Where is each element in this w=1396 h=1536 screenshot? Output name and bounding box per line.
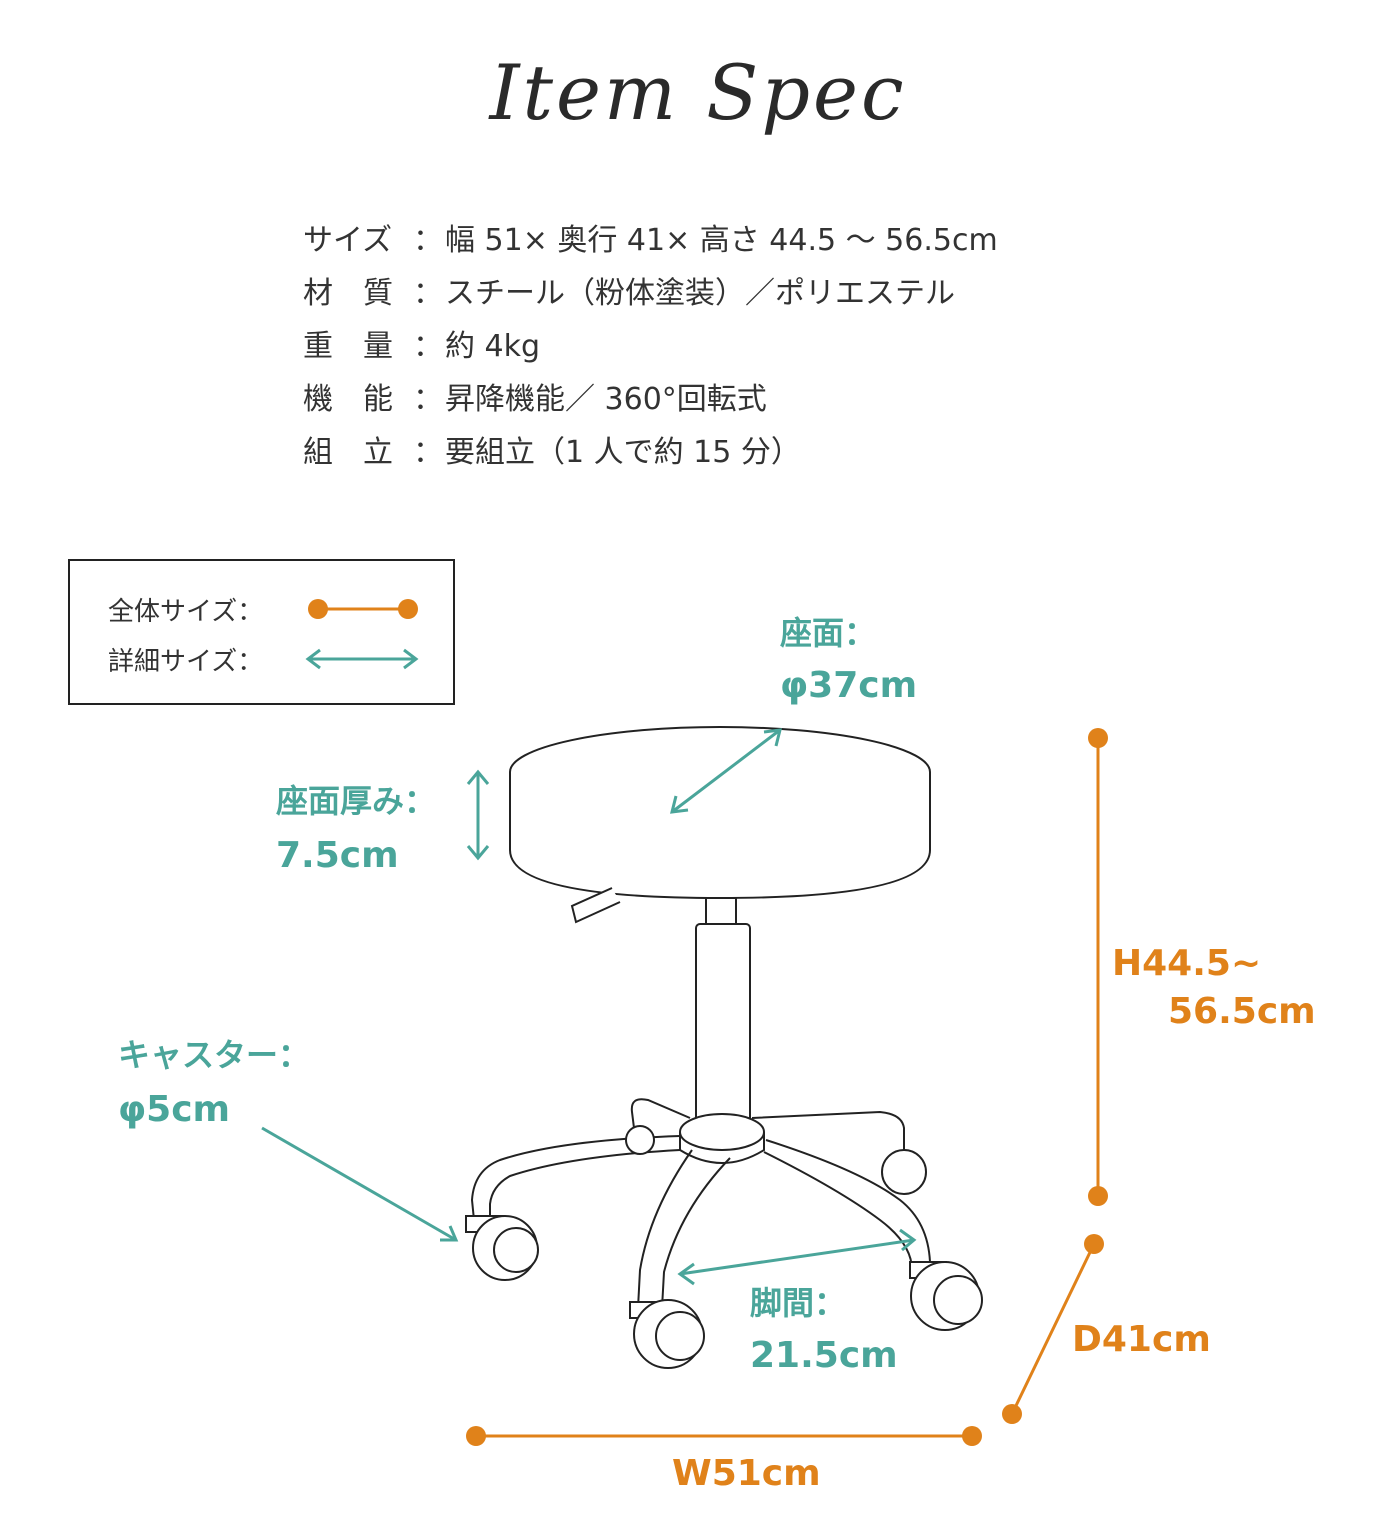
spec-label: 材 質: [303, 276, 393, 311]
spec-separator: ：: [413, 276, 443, 311]
spec-row-size: サイズ ：幅 51× 奥行 41× 高さ 44.5 〜 56.5cm: [303, 214, 998, 267]
spec-separator: ：: [413, 329, 443, 364]
height-value-line2: 56.5cm: [1168, 991, 1316, 1032]
legend-detail-label: 詳細サイズ：: [108, 647, 264, 677]
size-legend: 全体サイズ： 詳細サイズ：: [68, 559, 455, 705]
spec-separator: ：: [413, 435, 443, 470]
spec-row-assembly: 組 立 ：要組立（1 人で約 15 分）: [303, 426, 998, 479]
seat-label: 座面：: [780, 614, 877, 652]
spec-label: 機 能: [303, 382, 393, 417]
spec-value: スチール（粉体塗装）／ポリエステル: [445, 276, 955, 311]
height-dimension-line: [1088, 728, 1108, 1206]
spec-row-material: 材 質 ：スチール（粉体塗装）／ポリエステル: [303, 267, 998, 320]
spec-row-weight: 重 量 ：約 4kg: [303, 320, 998, 373]
thickness-label: 座面厚み：: [276, 782, 437, 820]
spec-value: 約 4kg: [445, 329, 541, 364]
spec-separator: ：: [413, 382, 443, 417]
caster-label: キャスター：: [118, 1036, 311, 1074]
spec-row-function: 機 能 ：昇降機能／ 360°回転式: [303, 373, 998, 426]
depth-dimension-line: [1002, 1234, 1104, 1424]
thickness-value: 7.5cm: [276, 835, 399, 876]
seat-diameter-arrow: [670, 728, 782, 814]
spec-separator: ：: [413, 223, 443, 258]
caster-value: φ5cm: [118, 1089, 231, 1130]
spec-value: 幅 51× 奥行 41× 高さ 44.5 〜 56.5cm: [445, 223, 998, 258]
height-value-line1: H44.5~: [1112, 943, 1262, 984]
legend-detail-arrow-icon: [305, 648, 419, 670]
detail-arrows: [261, 728, 917, 1286]
leg-span-value: 21.5cm: [750, 1335, 898, 1376]
leg-span-arrow: [677, 1228, 917, 1286]
spec-list: サイズ：幅 51× 奥行 41× 高さ 44.5 〜 56.5cm 材 質：スチ…: [303, 214, 998, 479]
seat-thickness-arrow: [466, 769, 490, 861]
depth-value: D41cm: [1072, 1319, 1211, 1360]
seat-value: φ37cm: [780, 665, 918, 706]
stool-illustration: [465, 726, 983, 1369]
spec-label: 重 量: [303, 329, 393, 364]
page-title: Item Spec: [489, 48, 907, 137]
spec-value: 昇降機能／ 360°回転式: [445, 382, 767, 417]
legend-overall-label: 全体サイズ：: [108, 597, 264, 627]
caster-pointer-arrow: [261, 1126, 459, 1242]
leg-span-label: 脚間：: [750, 1284, 847, 1322]
spec-label: サイズ: [303, 223, 393, 258]
spec-label: 組 立: [303, 435, 393, 470]
legend-symbols: [305, 599, 419, 670]
width-value: W51cm: [672, 1453, 821, 1494]
legend-overall-line-icon: [308, 599, 418, 619]
overall-dimension-lines: [466, 728, 1108, 1446]
width-dimension-line: [466, 1426, 982, 1446]
spec-value: 要組立（1 人で約 15 分）: [445, 435, 801, 470]
